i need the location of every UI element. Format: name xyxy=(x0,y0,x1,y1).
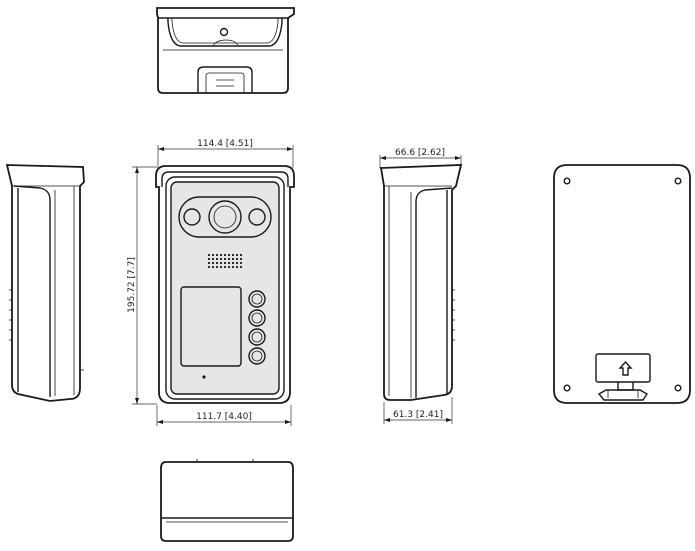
grille-hole xyxy=(207,265,211,269)
grille-hole xyxy=(219,261,223,265)
grille-hole xyxy=(207,257,211,261)
dim-label-front-height: 195.72 [7.7] xyxy=(127,257,137,313)
front-view: 114.4 [4.51] 195.72 [7.7] 111.7 [4.40] xyxy=(127,139,295,426)
grille-hole xyxy=(235,257,239,261)
grille-hole xyxy=(223,265,227,269)
grille-hole xyxy=(219,265,223,269)
grille-hole xyxy=(239,261,243,265)
grille-hole xyxy=(231,253,235,257)
dim-label-side-depth-top: 66.6 [2.62] xyxy=(395,148,445,158)
grille-hole xyxy=(223,257,227,261)
grille-hole xyxy=(211,253,215,257)
grille-hole xyxy=(219,253,223,257)
grille-hole xyxy=(239,265,243,269)
grille-hole xyxy=(231,257,235,261)
camera-module xyxy=(178,196,272,238)
grille-hole xyxy=(215,253,219,257)
grille-hole xyxy=(215,265,219,269)
arrow-up-icon xyxy=(618,360,633,376)
grille-hole xyxy=(215,261,219,265)
grille-hole xyxy=(207,261,211,265)
dim-side-depth-bottom: 61.3 [2.41] xyxy=(383,397,453,424)
name-card-panel xyxy=(180,286,242,367)
dim-front-width-bottom: 111.7 [4.40] xyxy=(156,405,292,426)
right-side-view: 66.6 [2.62] 61.3 [2.41] xyxy=(379,148,463,424)
grille-hole xyxy=(223,261,227,265)
grille-hole xyxy=(227,253,231,257)
grille-hole xyxy=(219,257,223,261)
mount-latch xyxy=(595,353,651,383)
grille-hole xyxy=(227,265,231,269)
dim-label-side-depth-bottom: 61.3 [2.41] xyxy=(393,410,443,420)
grille-hole xyxy=(235,253,239,257)
grille-hole xyxy=(231,261,235,265)
dim-label-front-width-top: 114.4 [4.51] xyxy=(197,139,253,149)
top-view xyxy=(156,7,295,94)
back-view xyxy=(553,164,691,404)
call-buttons xyxy=(248,290,266,365)
dim-label-front-width-bottom: 111.7 [4.40] xyxy=(196,412,252,422)
grille-hole xyxy=(211,265,215,269)
grille-hole xyxy=(235,261,239,265)
grille-hole xyxy=(235,265,239,269)
grille-hole xyxy=(207,253,211,257)
dim-front-height: 195.72 [7.7] xyxy=(127,166,157,405)
grille-hole xyxy=(211,257,215,261)
grille-hole xyxy=(239,257,243,261)
grille-hole xyxy=(239,253,243,257)
grille-hole xyxy=(211,261,215,265)
grille-hole xyxy=(231,265,235,269)
left-side-view xyxy=(5,164,85,402)
microphone-hole xyxy=(202,375,206,379)
dim-front-width-top: 114.4 [4.51] xyxy=(157,139,294,168)
speaker-grille xyxy=(207,253,243,269)
grille-hole xyxy=(227,257,231,261)
grille-hole xyxy=(223,253,227,257)
grille-hole xyxy=(215,257,219,261)
grille-hole xyxy=(227,261,231,265)
bottom-view xyxy=(160,459,294,542)
